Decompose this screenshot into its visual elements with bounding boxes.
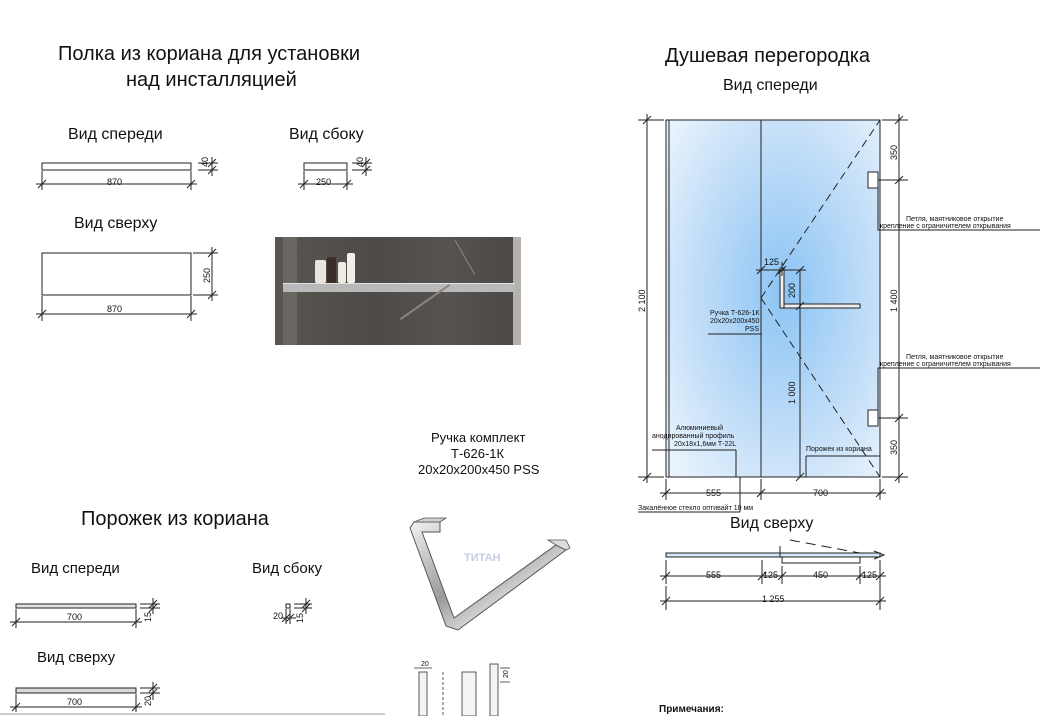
shelf-title-line2: над инсталляцией — [126, 69, 297, 91]
partition-title: Душевая перегородка — [665, 45, 871, 67]
partition-dim-top-350: 350 — [889, 144, 899, 160]
top-dim-555: 555 — [706, 570, 722, 580]
partition-front-label: Вид спереди — [723, 77, 818, 94]
hinge2-note-line2: крепление с ограничителем открывания — [880, 361, 1011, 368]
shelf-front-label: Вид спереди — [68, 126, 163, 143]
shelf-top-shape — [41, 252, 192, 296]
partition-dim-200: 200 — [787, 282, 797, 298]
threshold-top-depth: 20 — [143, 695, 153, 706]
shelf-front-shape — [41, 162, 192, 171]
top-dim-total: 1 255 — [762, 594, 785, 604]
partition-dim-1400: 1 400 — [889, 289, 899, 312]
remarks-heading: Примечания: — [659, 704, 724, 715]
shelf-top-depth: 250 — [202, 267, 212, 283]
shelf-installed-photo — [275, 237, 521, 345]
shelf-front-width: 870 — [107, 177, 123, 187]
handle-title-line3: 20х20х200х450 PSS — [418, 462, 540, 477]
threshold-top-label: Вид сверху — [37, 649, 116, 666]
top-dim-125b: 125 — [862, 570, 878, 580]
profile-note-line2: анодированный профиль — [652, 433, 735, 440]
partition-dim-bottom-350: 350 — [889, 439, 899, 455]
glass-note: Закалённое стекло оптивайт 10 мм — [638, 505, 754, 512]
profile-note-line3: 20х18х1,6мм Т-22L — [674, 441, 737, 448]
threshold-side-shape — [285, 603, 291, 609]
partition-dim-1000: 1 000 — [787, 381, 797, 404]
handle-dim-a: 20 — [421, 661, 429, 668]
shelf-side-width: 250 — [316, 177, 332, 187]
threshold-top-width: 700 — [67, 697, 83, 707]
threshold-note: Порожек из кориана — [806, 446, 872, 453]
handle-watermark: ТИТАН — [464, 552, 501, 564]
top-dim-125a: 125 — [763, 570, 779, 580]
shelf-side-height: 40 — [355, 156, 365, 167]
handle-product-image — [409, 517, 571, 631]
threshold-side-height: 15 — [295, 612, 305, 623]
hinge-note-line2: крепление с ограничителем открывания — [880, 223, 1011, 230]
profile-note-line1: Алюминиевый — [676, 425, 723, 432]
handle-title-line2: Т-626-1К — [451, 446, 505, 461]
partition-dim-700: 700 — [813, 488, 829, 498]
handle-note-line3: PSS — [745, 326, 760, 333]
shelf-side-shape — [303, 162, 348, 171]
threshold-front-label: Вид спереди — [31, 560, 120, 577]
partition-dim-555: 555 — [706, 488, 722, 498]
threshold-front-width: 700 — [67, 612, 83, 622]
shelf-title-line1: Полка из кориана для установки — [58, 43, 361, 65]
handle-note-line2: 20х20х200х450 — [710, 318, 760, 325]
shelf-side-label: Вид сбоку — [289, 126, 364, 143]
threshold-front-height: 15 — [143, 611, 153, 622]
shelf-top-width: 870 — [107, 304, 123, 314]
hinge2-note-line1: Петля, маятниковое открытие — [906, 354, 1004, 361]
shelf-front-height: 40 — [200, 156, 210, 167]
shelf-top-label: Вид сверху — [74, 215, 158, 232]
handle-dim-b: 20 — [503, 670, 510, 678]
threshold-side-width: 20 — [273, 611, 284, 621]
hinge-note-line1: Петля, маятниковое открытие — [906, 216, 1004, 223]
handle-title-line1: Ручка комплект — [431, 430, 526, 445]
partition-total-height: 2 100 — [637, 289, 647, 312]
partition-top-label: Вид сверху — [730, 515, 814, 532]
partition-dim-125-front: 125 — [764, 257, 780, 267]
top-dim-450: 450 — [813, 570, 829, 580]
partition-glass — [666, 120, 880, 477]
threshold-side-label: Вид сбоку — [252, 560, 322, 577]
handle-note-line1: Ручка Т-626-1К — [710, 310, 760, 317]
threshold-title: Порожек из кориана — [81, 508, 269, 530]
